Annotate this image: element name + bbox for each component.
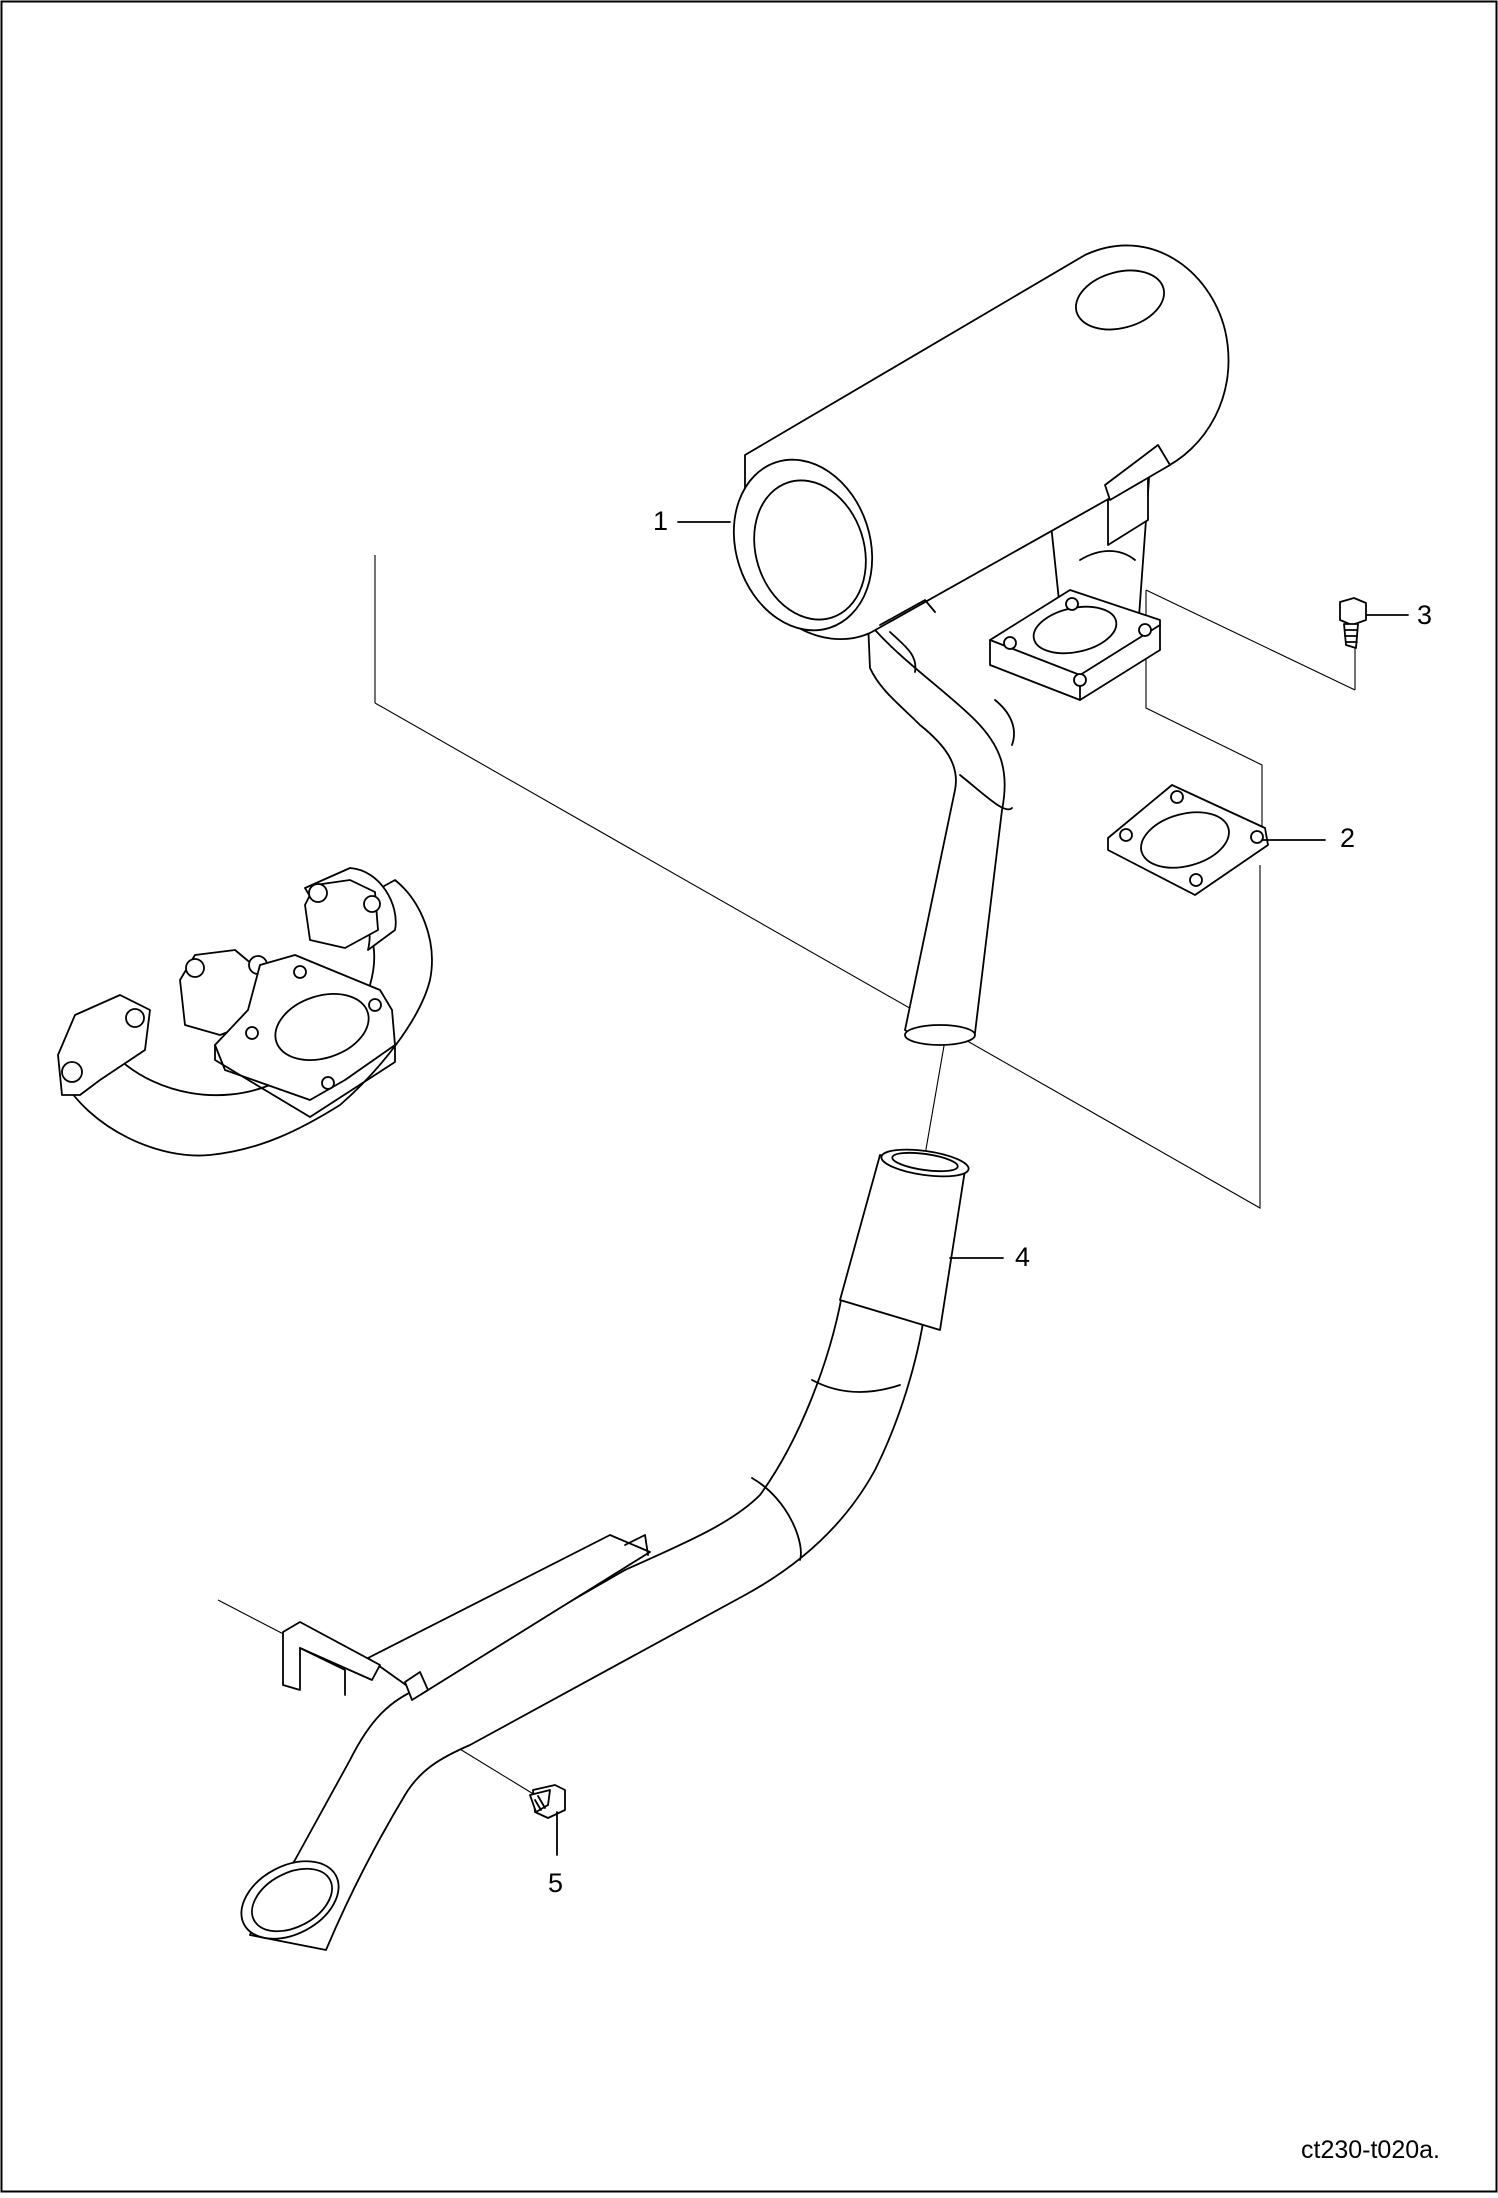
callout-3-label: 3: [1417, 600, 1433, 630]
figure-code: ct230-t020a.: [1301, 2136, 1440, 2164]
muffler: [732, 244, 1230, 1046]
tailpipe: [240, 1148, 970, 1951]
assembly-lines: [217, 555, 1356, 1796]
callout-2-label: 2: [1340, 823, 1356, 853]
exhaust-manifold: [57, 867, 433, 1157]
callout-5-label: 5: [548, 1868, 564, 1898]
callout-1-label: 1: [653, 506, 669, 536]
callout-4-label: 4: [1015, 1242, 1031, 1272]
callout-leaders: [556, 521, 1409, 1856]
bolt-bottom: [529, 1784, 566, 1819]
bolt-top: [1339, 597, 1367, 649]
gasket: [1107, 784, 1269, 896]
